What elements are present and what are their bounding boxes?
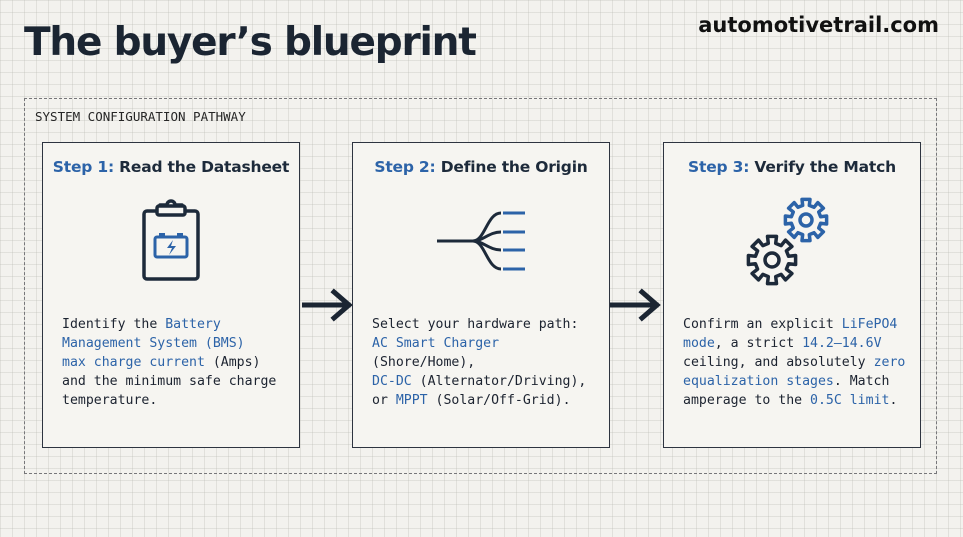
step-3-number: Step 3: — [688, 158, 750, 176]
step-2-body: Select your hardware path: AC Smart Char… — [372, 315, 599, 410]
body-text: (Shore/Home), — [372, 355, 476, 370]
highlighted-term: 14.2–14.6V — [802, 336, 882, 351]
body-text: (Alternator/Driving), or — [372, 374, 587, 408]
body-text: Select your hardware path: — [372, 317, 579, 332]
step-3-card: Step 3: Verify the Match Confirm an expl… — [663, 142, 921, 448]
body-text: (Amps) and the minimum safe charge tempe… — [62, 355, 277, 408]
gear-icon — [783, 197, 829, 243]
highlighted-term: DC-DC — [372, 374, 412, 389]
step-1-body: Identify the Battery Management System (… — [62, 315, 289, 410]
arrow-right-icon — [610, 288, 661, 322]
body-text: Identify the — [62, 317, 166, 332]
arrow-right-icon — [302, 288, 353, 322]
highlighted-term: LiFePO4 mode — [683, 317, 898, 351]
step-1-title: Step 1: Read the Datasheet — [43, 158, 299, 176]
step-1-number: Step 1: — [52, 158, 114, 176]
branching-paths-icon — [353, 195, 609, 287]
step-3-title: Step 3: Verify the Match — [664, 158, 920, 176]
step-1-heading: Read the Datasheet — [113, 158, 290, 176]
step-1-card: Step 1: Read the Datasheet Identify the … — [42, 142, 300, 448]
step-3-heading: Verify the Match — [749, 158, 896, 176]
highlighted-term: MPPT — [395, 393, 428, 408]
body-text: ceiling, and absolutely — [683, 355, 866, 370]
pathway-label: SYSTEM CONFIGURATION PATHWAY — [35, 109, 246, 124]
step-2-number: Step 2: — [374, 158, 436, 176]
highlighted-term: zero equalization stages — [683, 355, 906, 389]
step-3-body: Confirm an explicit LiFePO4 mode, a stri… — [683, 315, 910, 410]
body-text: . — [889, 393, 898, 408]
body-text: . Match amperage to the — [683, 374, 890, 408]
highlighted-term: Battery Management System (BMS) max char… — [62, 317, 245, 370]
gears-icon — [664, 195, 920, 287]
highlighted-term: AC Smart Charger — [372, 336, 500, 351]
step-2-heading: Define the Origin — [435, 158, 588, 176]
body-text: , a strict — [714, 336, 803, 351]
step-2-title: Step 2: Define the Origin — [353, 158, 609, 176]
pathway-frame: SYSTEM CONFIGURATION PATHWAY — [24, 98, 937, 474]
step-2-card: Step 2: Define the Origin Select your ha… — [352, 142, 610, 448]
site-watermark: automotivetrail.com — [698, 13, 939, 37]
page-title: The buyer’s blueprint — [24, 20, 477, 65]
clipboard-battery-icon — [43, 195, 299, 287]
body-text: Confirm an explicit — [683, 317, 842, 332]
body-text: (Solar/Off-Grid). — [427, 393, 571, 408]
gear-icon — [746, 234, 798, 286]
highlighted-term: 0.5C limit — [810, 393, 890, 408]
